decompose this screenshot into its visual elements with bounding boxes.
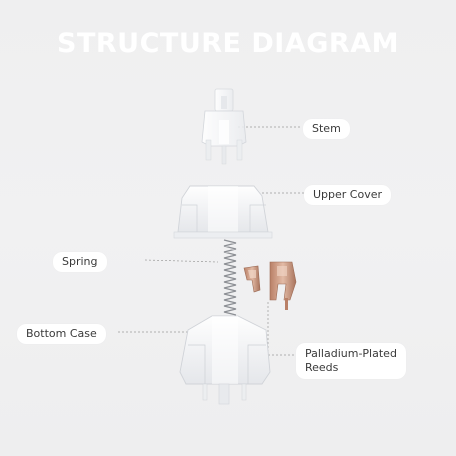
reeds-part xyxy=(243,261,297,310)
upper-cover-part xyxy=(173,185,273,239)
label-upper-cover: Upper Cover xyxy=(304,185,392,205)
stem-part xyxy=(201,88,247,165)
label-bottom-case: Bottom Case xyxy=(17,324,106,344)
leader-spring xyxy=(144,259,219,263)
diagram-title: STRUCTURE DIAGRAM xyxy=(57,28,399,59)
label-reeds-line1: Palladium-Plated xyxy=(305,347,397,360)
spring-part xyxy=(223,239,237,316)
label-spring: Spring xyxy=(53,252,107,272)
label-stem: Stem xyxy=(303,119,350,139)
label-reeds-line2: Reeds xyxy=(305,361,339,374)
label-palladium-plated-reeds: Palladium-Plated Reeds xyxy=(296,343,406,379)
bottom-case-part xyxy=(179,315,271,405)
leader-lines xyxy=(118,126,304,356)
